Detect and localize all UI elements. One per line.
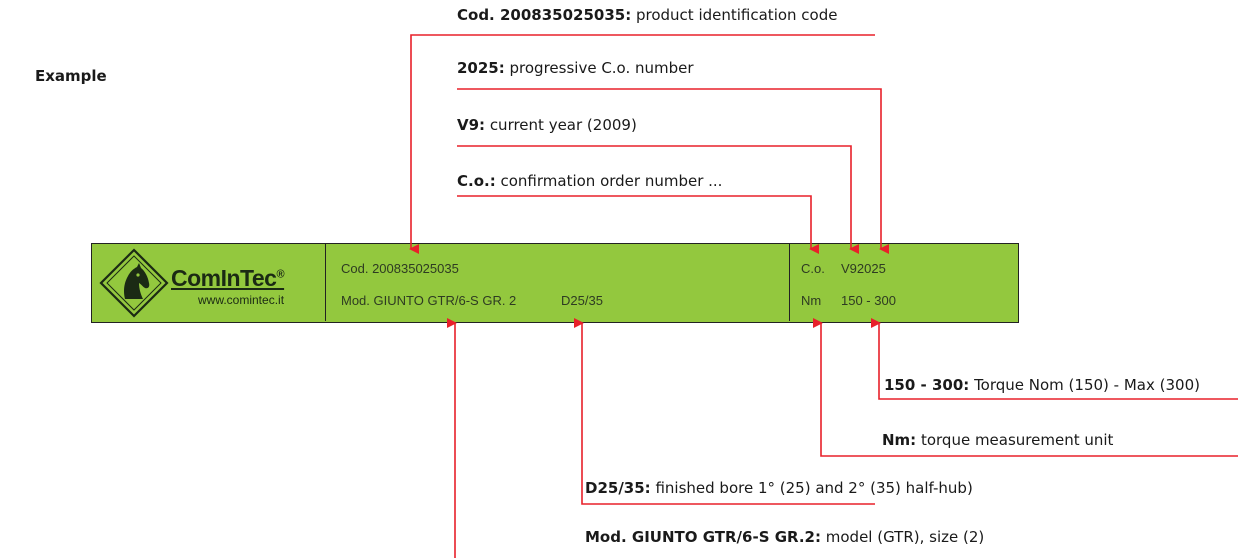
annotation-cod-key: Cod. 200835025035: [457,6,632,24]
model-line: Mod. GIUNTO GTR/6-S GR. 2 [341,293,517,308]
code-line: Cod. 200835025035 [341,261,459,276]
annotation-cod: Cod. 200835025035: product identificatio… [457,6,837,24]
annotation-progressive-desc: progressive C.o. number [504,59,694,77]
annotation-cod-desc: product identification code [631,6,838,24]
leader-co [457,195,819,254]
annotation-year: V9: current year (2009) [457,116,637,134]
product-label: ComInTec® www.comintec.it Cod. 200835025… [91,243,1019,323]
registered-mark: ® [276,268,285,281]
annotation-model-key: Mod. GIUNTO GTR/6-S GR.2: [585,528,821,546]
annotation-torque-key: 150 - 300: [884,376,970,394]
annotation-torque-desc: Torque Nom (150) - Max (300) [969,376,1200,394]
annotation-co-desc: confirmation order number ... [495,172,723,190]
annotation-bore-desc: finished bore 1° (25) and 2° (35) half-h… [650,479,973,497]
leader-progressive [457,88,889,254]
brand-name: ComInTec® [171,265,285,292]
leader-unit [813,318,1238,457]
annotation-progressive: 2025: progressive C.o. number [457,59,694,77]
nm-label: Nm [801,293,822,308]
annotation-progressive-key: 2025: [457,59,505,77]
annotation-co: C.o.: confirmation order number ... [457,172,722,190]
annotation-co-key: C.o.: [457,172,496,190]
leader-cod [409,34,875,254]
annotation-torque: 150 - 300: Torque Nom (150) - Max (300) [884,376,1200,394]
annotation-model-desc: model (GTR), size (2) [821,528,985,546]
annotation-unit-key: Nm: [882,431,917,449]
leader-torque [871,318,1238,400]
label-divider-right [789,244,790,321]
leader-year [457,145,859,254]
example-heading: Example [35,67,107,85]
annotation-year-desc: current year (2009) [485,116,637,134]
website-text: www.comintec.it [198,293,285,307]
leader-bore [574,318,875,505]
horse-head-diamond-icon [99,248,169,318]
annotation-year-key: V9: [457,116,486,134]
label-divider-left [325,244,326,321]
annotation-bore-key: D25/35: [585,479,651,497]
nm-value: 150 - 300 [841,293,896,308]
annotation-unit-desc: torque measurement unit [916,431,1114,449]
annotation-model: Mod. GIUNTO GTR/6-S GR.2: model (GTR), s… [585,528,984,546]
brand-text: ComInTec [171,265,277,291]
co-value: V92025 [841,261,886,276]
bore-value: D25/35 [561,293,603,308]
annotation-bore: D25/35: finished bore 1° (25) and 2° (35… [585,479,973,497]
co-label: C.o. [801,261,825,276]
annotation-unit: Nm: torque measurement unit [882,431,1113,449]
